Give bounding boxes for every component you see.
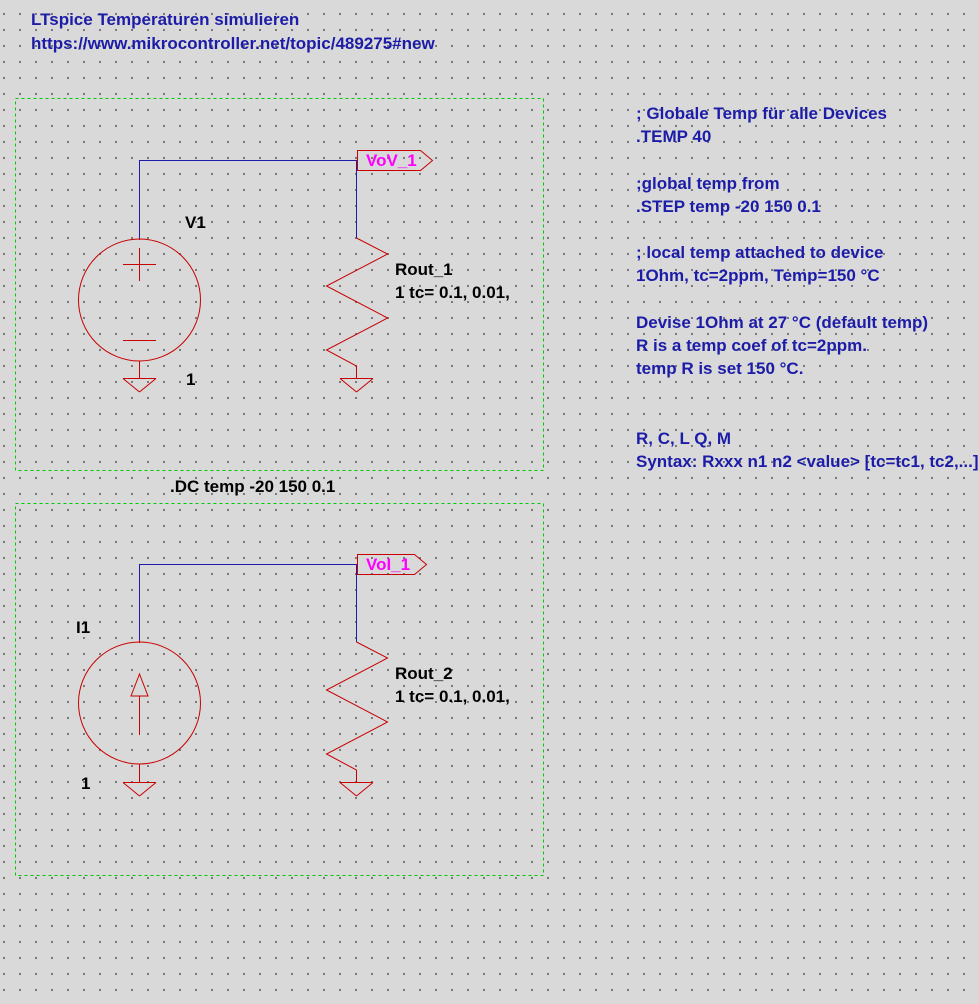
schematic-canvas[interactable] xyxy=(0,0,938,1004)
ground-icon xyxy=(339,782,374,797)
net-flag-voi1-label[interactable]: VoI_1 xyxy=(366,555,411,574)
rout2-name-label[interactable]: Rout_2 xyxy=(395,664,453,683)
comment-line xyxy=(636,149,979,172)
comment-block[interactable]: ; Globale Temp für alle Devices .TEMP 40… xyxy=(636,102,979,473)
voltage-source-v1[interactable] xyxy=(78,238,201,378)
comment-line: .TEMP 40 xyxy=(636,127,712,147)
ground-icon xyxy=(339,378,374,393)
comment-line xyxy=(636,218,979,241)
rout1-name-label[interactable]: Rout_1 xyxy=(395,260,453,279)
comment-line: ; local temp attached to device xyxy=(636,243,884,263)
comment-line: ;global temp from xyxy=(636,173,780,193)
comment-line: temp R is set 150 °C. xyxy=(636,359,804,379)
rout2-value-label[interactable]: 1 tc= 0.1, 0.01, xyxy=(395,687,510,706)
resistor-rout2[interactable] xyxy=(325,641,389,782)
comment-line: R is a temp coef of tc=2ppm. xyxy=(636,336,867,356)
circuit2-frame xyxy=(15,503,544,876)
ground-icon xyxy=(122,378,157,393)
dc-directive[interactable]: .DC temp -20 150 0.1 xyxy=(170,477,336,496)
resistor-rout1[interactable] xyxy=(325,237,389,378)
rout1-value-label[interactable]: 1 tc= 0.1, 0.01, xyxy=(395,283,510,302)
comment-line: ; Globale Temp für alle Devices xyxy=(636,104,887,123)
current-source-i1[interactable] xyxy=(78,640,201,782)
v1-name-label[interactable]: V1 xyxy=(185,213,206,232)
comment-line xyxy=(636,288,979,311)
net-flag-vov1[interactable] xyxy=(357,150,434,171)
v1-value-label[interactable]: 1 xyxy=(186,370,196,389)
circuit1-wires[interactable] xyxy=(139,160,357,240)
circuit1-frame xyxy=(15,98,544,471)
ground-icon xyxy=(122,782,157,797)
comment-line: 1Ohm, tc=2ppm, Temp=150 °C xyxy=(636,266,880,286)
net-flag-voi1[interactable] xyxy=(357,554,428,575)
circuit2-wires[interactable] xyxy=(139,564,357,643)
comment-line: R, C, L Q, M xyxy=(636,428,732,448)
comment-line: .STEP temp -20 150 0.1 xyxy=(636,196,821,216)
i1-value-label[interactable]: 1 xyxy=(81,774,91,793)
comment-line xyxy=(636,381,979,404)
header-url[interactable]: https://www.mikrocontroller.net/topic/48… xyxy=(31,34,435,53)
i1-name-label[interactable]: I1 xyxy=(76,618,91,637)
net-flag-vov1-label[interactable]: VoV_1 xyxy=(366,151,417,170)
comment-line: Syntax: Rxxx n1 n2 <value> [tc=tc1, tc2,… xyxy=(636,451,979,471)
comment-line xyxy=(636,404,979,427)
comment-line: Devise 1Ohm at 27 °C (default temp) xyxy=(636,312,929,332)
header-title: LTspice Temperaturen simulieren xyxy=(31,10,300,29)
